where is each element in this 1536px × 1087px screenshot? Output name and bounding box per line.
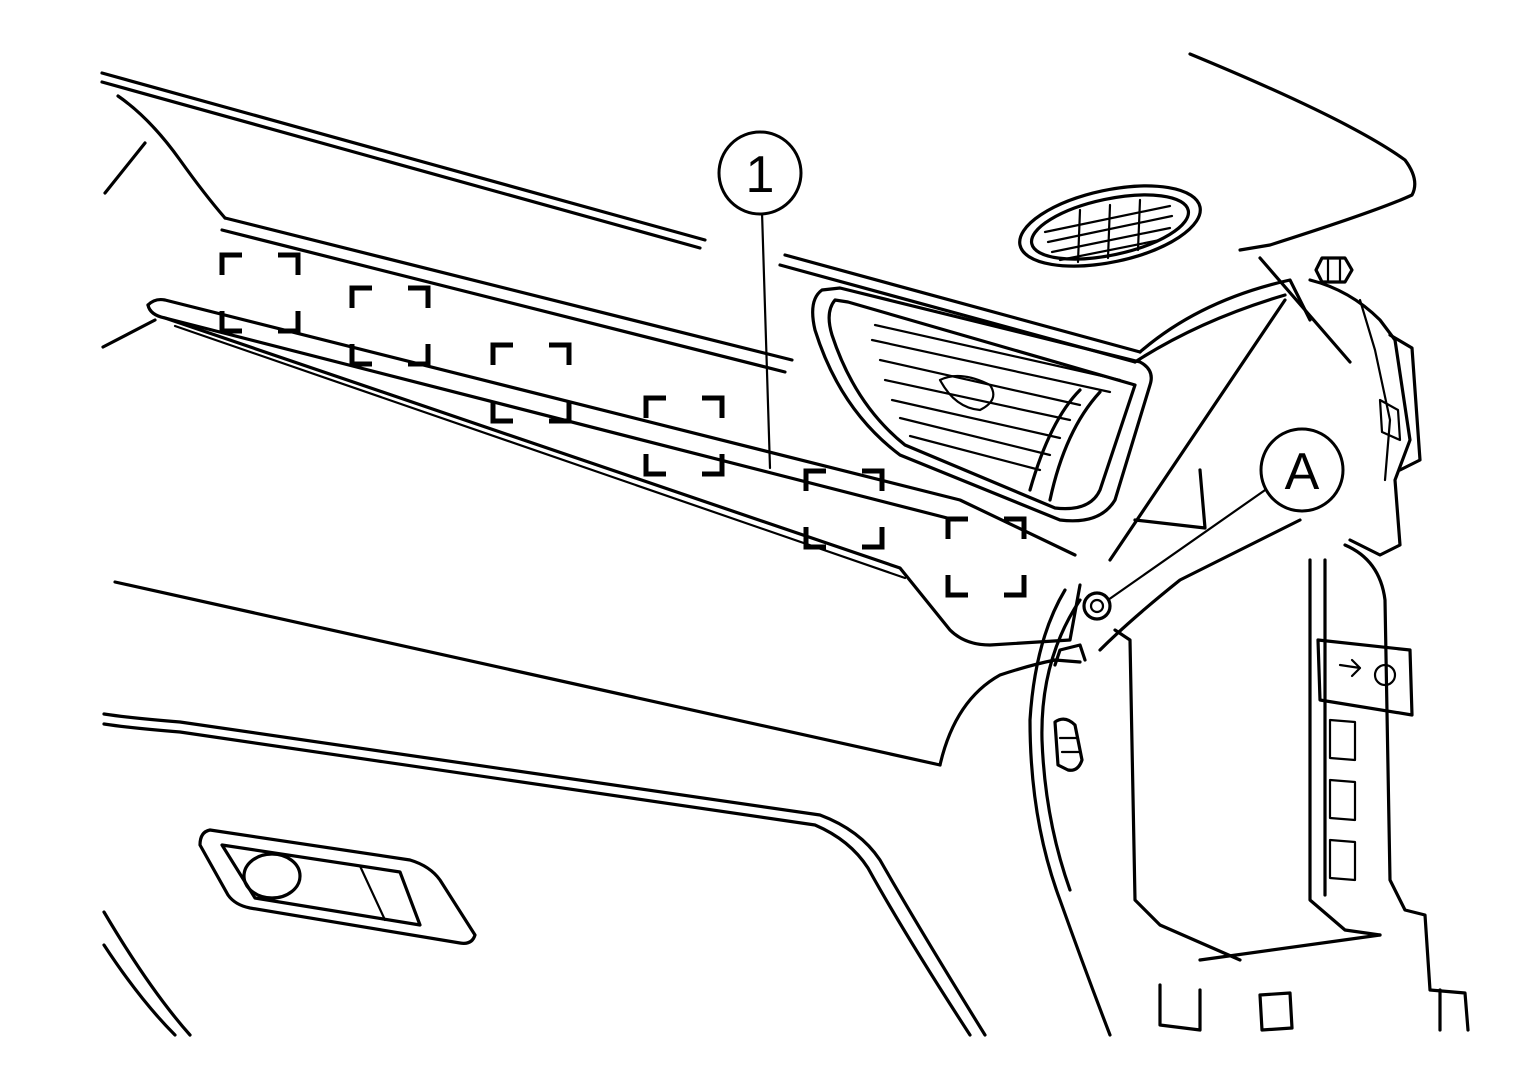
clip-marker — [945, 516, 1027, 598]
clip-marker — [349, 285, 431, 367]
callout-a: A — [1259, 427, 1345, 513]
clip-marker — [643, 395, 725, 477]
fastener-a — [1082, 591, 1112, 621]
bolt-icon — [1314, 256, 1354, 284]
lower-right-bracket — [938, 518, 1470, 1037]
callout-1: 1 — [717, 130, 803, 216]
clip-marker — [803, 468, 885, 550]
trim-strip-outline — [101, 216, 1142, 647]
dash-top-edge — [100, 71, 707, 250]
side-end-panel — [1108, 256, 1422, 562]
glove-box-latch — [198, 828, 477, 945]
callout-1-label: 1 — [746, 146, 775, 204]
leader-lines — [760, 210, 1270, 602]
clip-markers — [219, 252, 1027, 598]
side-air-vent — [811, 286, 1153, 523]
clip-marker — [219, 252, 301, 334]
defroster-vent — [1018, 184, 1202, 268]
callout-a-label: A — [1285, 443, 1320, 501]
clip-marker — [490, 342, 572, 424]
lower-dash — [102, 580, 987, 1037]
